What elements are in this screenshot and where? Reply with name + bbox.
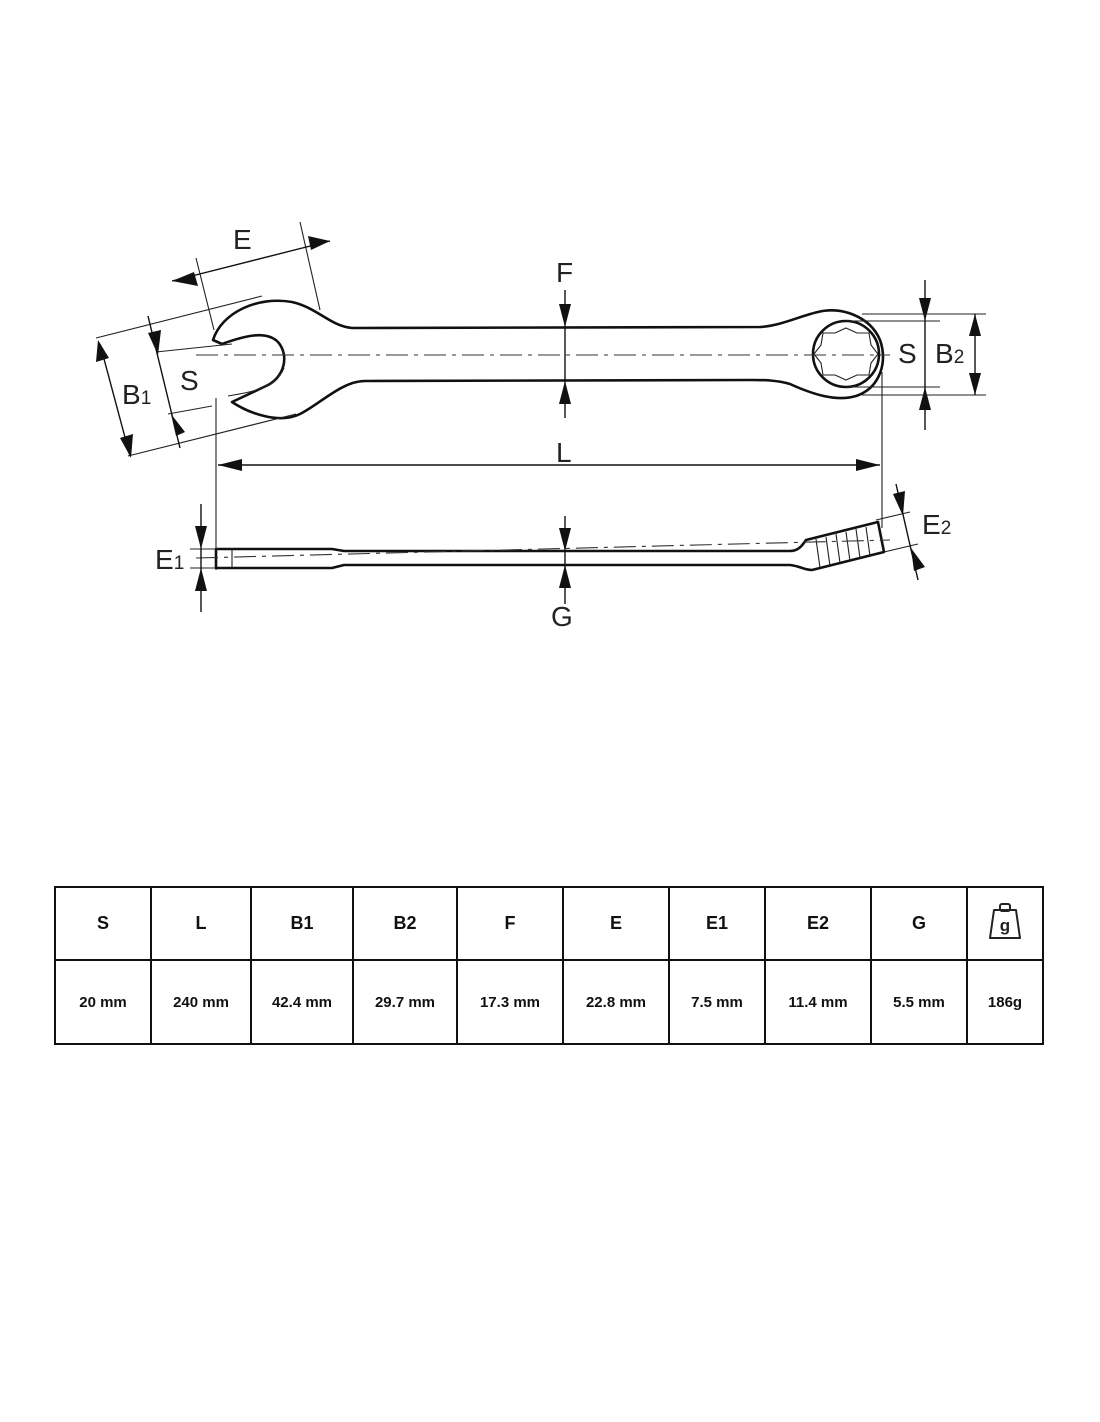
value-L: 240 mm	[150, 959, 252, 1045]
value-B1: 42.4 mm	[250, 959, 354, 1045]
header-E2: E2	[764, 885, 872, 962]
label-B2: B2	[935, 338, 964, 369]
header-F: F	[456, 885, 564, 962]
header-E: E	[562, 885, 670, 962]
header-B2: B2	[352, 885, 458, 962]
ring-12-point	[813, 327, 879, 381]
dim-E: E	[171, 221, 331, 331]
side-body	[214, 520, 886, 572]
label-G: G	[551, 601, 573, 632]
dim-E1: E1	[155, 504, 216, 612]
side-ring-teeth	[815, 526, 871, 569]
header-weight: g	[966, 885, 1044, 962]
ring-end	[811, 319, 881, 389]
wrench-dimension-drawing: E B1 S F S B2	[95, 221, 986, 632]
label-E: E	[233, 224, 252, 255]
label-F: F	[556, 257, 573, 288]
value-E: 22.8 mm	[562, 959, 670, 1045]
value-B2: 29.7 mm	[352, 959, 458, 1045]
open-end-head	[211, 299, 885, 420]
wrench-top-view	[211, 299, 885, 420]
label-S-ring: S	[898, 338, 917, 369]
value-weight: 186g	[966, 959, 1044, 1045]
dim-G: G	[551, 516, 573, 632]
weight-icon: g	[989, 903, 1021, 940]
dim-E2: E2	[875, 483, 951, 581]
label-E2: E2	[922, 509, 951, 540]
value-S: 20 mm	[54, 959, 152, 1045]
value-F: 17.3 mm	[456, 959, 564, 1045]
header-G: G	[870, 885, 968, 962]
dim-L: L	[215, 372, 883, 570]
dim-B2: B2	[862, 313, 986, 396]
dim-S-ring: S	[846, 280, 940, 430]
dim-F: F	[556, 257, 573, 418]
wrench-side-view	[214, 520, 886, 572]
spec-table: S L B1 B2 F E E1 E2 G g 20 mm 240 mm 42.…	[54, 885, 1044, 1045]
dim-B1: B1	[95, 295, 297, 458]
label-B1: B1	[122, 379, 151, 410]
weight-icon-letter: g	[1000, 916, 1010, 935]
table-header-row: S L B1 B2 F E E1 E2 G g	[54, 885, 1044, 962]
table-values-row: 20 mm 240 mm 42.4 mm 29.7 mm 17.3 mm 22.…	[54, 959, 1044, 1045]
label-L: L	[556, 437, 572, 468]
header-L: L	[150, 885, 252, 962]
header-B1: B1	[250, 885, 354, 962]
label-S-open: S	[180, 365, 199, 396]
header-S: S	[54, 885, 152, 962]
value-E2: 11.4 mm	[764, 959, 872, 1045]
dim-S-open: S	[147, 315, 233, 449]
value-G: 5.5 mm	[870, 959, 968, 1045]
label-E1: E1	[155, 544, 184, 575]
header-E1: E1	[668, 885, 766, 962]
value-E1: 7.5 mm	[668, 959, 766, 1045]
